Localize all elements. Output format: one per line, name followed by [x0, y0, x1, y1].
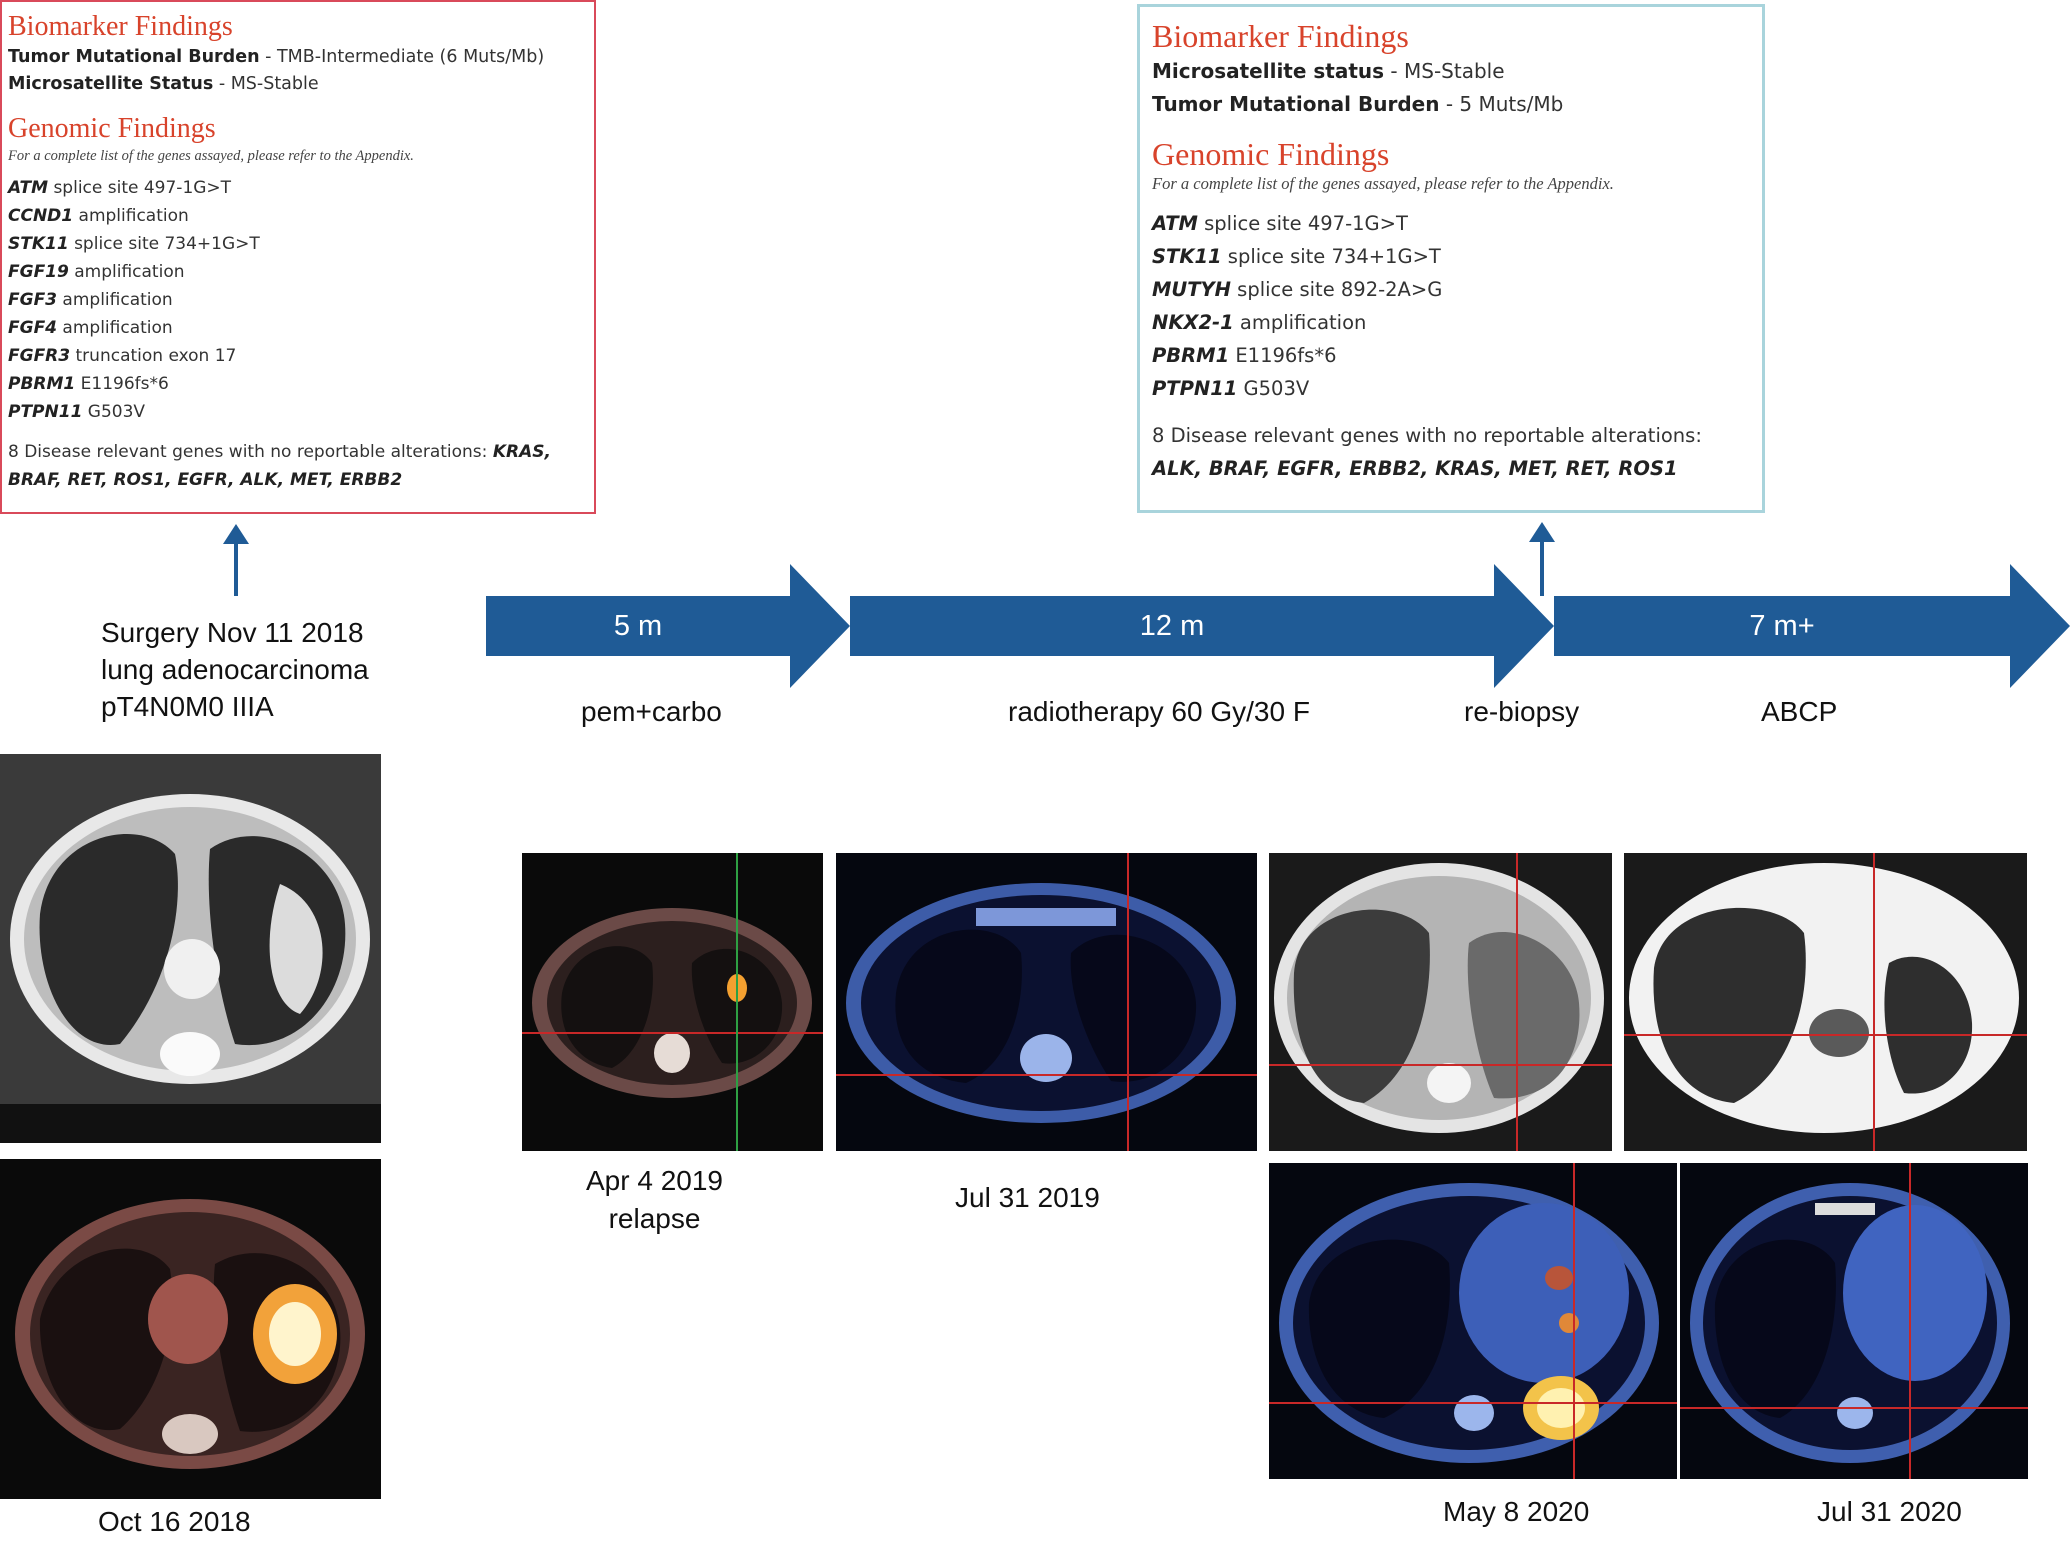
timeline-arrow-radiotherapy: 12 m [850, 564, 1554, 688]
gene-item: FGF4 amplification [8, 318, 173, 338]
ct-scan-oct-2018 [0, 754, 381, 1143]
gene-item: STK11 splice site 734+1G>T [8, 234, 260, 254]
gene-list: ATM splice site 497-1G>T CCND1 amplifica… [8, 174, 588, 426]
date-may-2020: May 8 2020 [1443, 1496, 1590, 1527]
pet-scan-apr-2019 [522, 853, 823, 1151]
surgery-label: Surgery Nov 11 2018 lung adenocarcinoma … [101, 617, 369, 722]
pet-scan-jul-2020 [1680, 1163, 2028, 1479]
date-oct-2018: Oct 16 2018 [98, 1506, 251, 1537]
timeline-arrow-abcp: 7 m+ [1554, 564, 2070, 688]
ct-scan-may-2020 [1269, 853, 1612, 1151]
ct-scan-jul-2020 [1624, 853, 2027, 1151]
gene-item: PTPN11 G503V [1152, 377, 1310, 400]
initial-biopsy-report: Biomarker Findings Tumor Mutational Burd… [0, 0, 596, 514]
biomarker-findings-title: Biomarker Findings [1152, 18, 1409, 54]
rebiopsy-label: re-biopsy [1464, 696, 1580, 727]
date-jul-2020: Jul 31 2020 [1817, 1496, 1962, 1527]
gene-item: NKX2-1 amplification [1152, 311, 1367, 334]
gene-item: MUTYH splice site 892-2A>G [1152, 278, 1443, 301]
gene-list: ATM splice site 497-1G>T STK11 splice si… [1152, 207, 1750, 405]
gene-item: CCND1 amplification [8, 206, 189, 226]
duration-label: 12 m [1139, 609, 1205, 642]
biomarker-findings-title: Biomarker Findings [8, 11, 233, 42]
gene-item: ATM splice site 497-1G>T [8, 178, 232, 198]
date-apr-2019: Apr 4 2019 relapse [586, 1165, 723, 1234]
pet-scan-oct-2018 [0, 1159, 381, 1499]
biomarker-row: Microsatellite status - MS-Stable [1152, 59, 1505, 83]
gene-item: FGFR3 truncation exon 17 [8, 346, 237, 366]
pet-scan-jul-2019 [836, 853, 1257, 1151]
rebiopsy-pointer-arrow [1529, 522, 1555, 596]
duration-label: 5 m [613, 609, 663, 642]
gene-item: STK11 splice site 734+1G>T [1152, 245, 1441, 268]
treatment-label-chemo: pem+carbo [581, 696, 722, 727]
timeline-arrow-chemo: 5 m [486, 564, 850, 688]
biomarker-row: Tumor Mutational Burden - TMB-Intermedia… [8, 47, 545, 67]
duration-label: 7 m+ [1749, 609, 1815, 642]
gene-item: PBRM1 E1196fs*6 [8, 374, 169, 394]
treatment-label-radiotherapy: radiotherapy 60 Gy/30 F [1008, 696, 1310, 727]
surgery-pointer-arrow [223, 524, 249, 596]
gene-item: PBRM1 E1196fs*6 [1152, 344, 1337, 367]
no-reportable-alterations: 8 Disease relevant genes with no reporta… [1152, 424, 1702, 480]
gene-item: FGF19 amplification [8, 262, 185, 282]
appendix-note: For a complete list of the genes assayed… [1152, 174, 1614, 193]
gene-item: PTPN11 G503V [8, 402, 146, 422]
rebiopsy-report: Biomarker Findings Microsatellite status… [1137, 4, 1765, 513]
gene-item: ATM splice site 497-1G>T [1152, 212, 1408, 235]
date-jul-2019: Jul 31 2019 [955, 1182, 1100, 1213]
no-reportable-alterations: 8 Disease relevant genes with no reporta… [8, 442, 551, 490]
pet-scan-may-2020 [1269, 1163, 1677, 1479]
genomic-findings-title: Genomic Findings [8, 113, 216, 144]
biomarker-row: Tumor Mutational Burden - 5 Muts/Mb [1152, 92, 1564, 116]
treatment-label-abcp: ABCP [1761, 696, 1838, 727]
genomic-findings-title: Genomic Findings [1152, 136, 1390, 172]
gene-item: FGF3 amplification [8, 290, 173, 310]
appendix-note: For a complete list of the genes assayed… [8, 148, 414, 164]
biomarker-row: Microsatellite Status - MS-Stable [8, 74, 319, 94]
